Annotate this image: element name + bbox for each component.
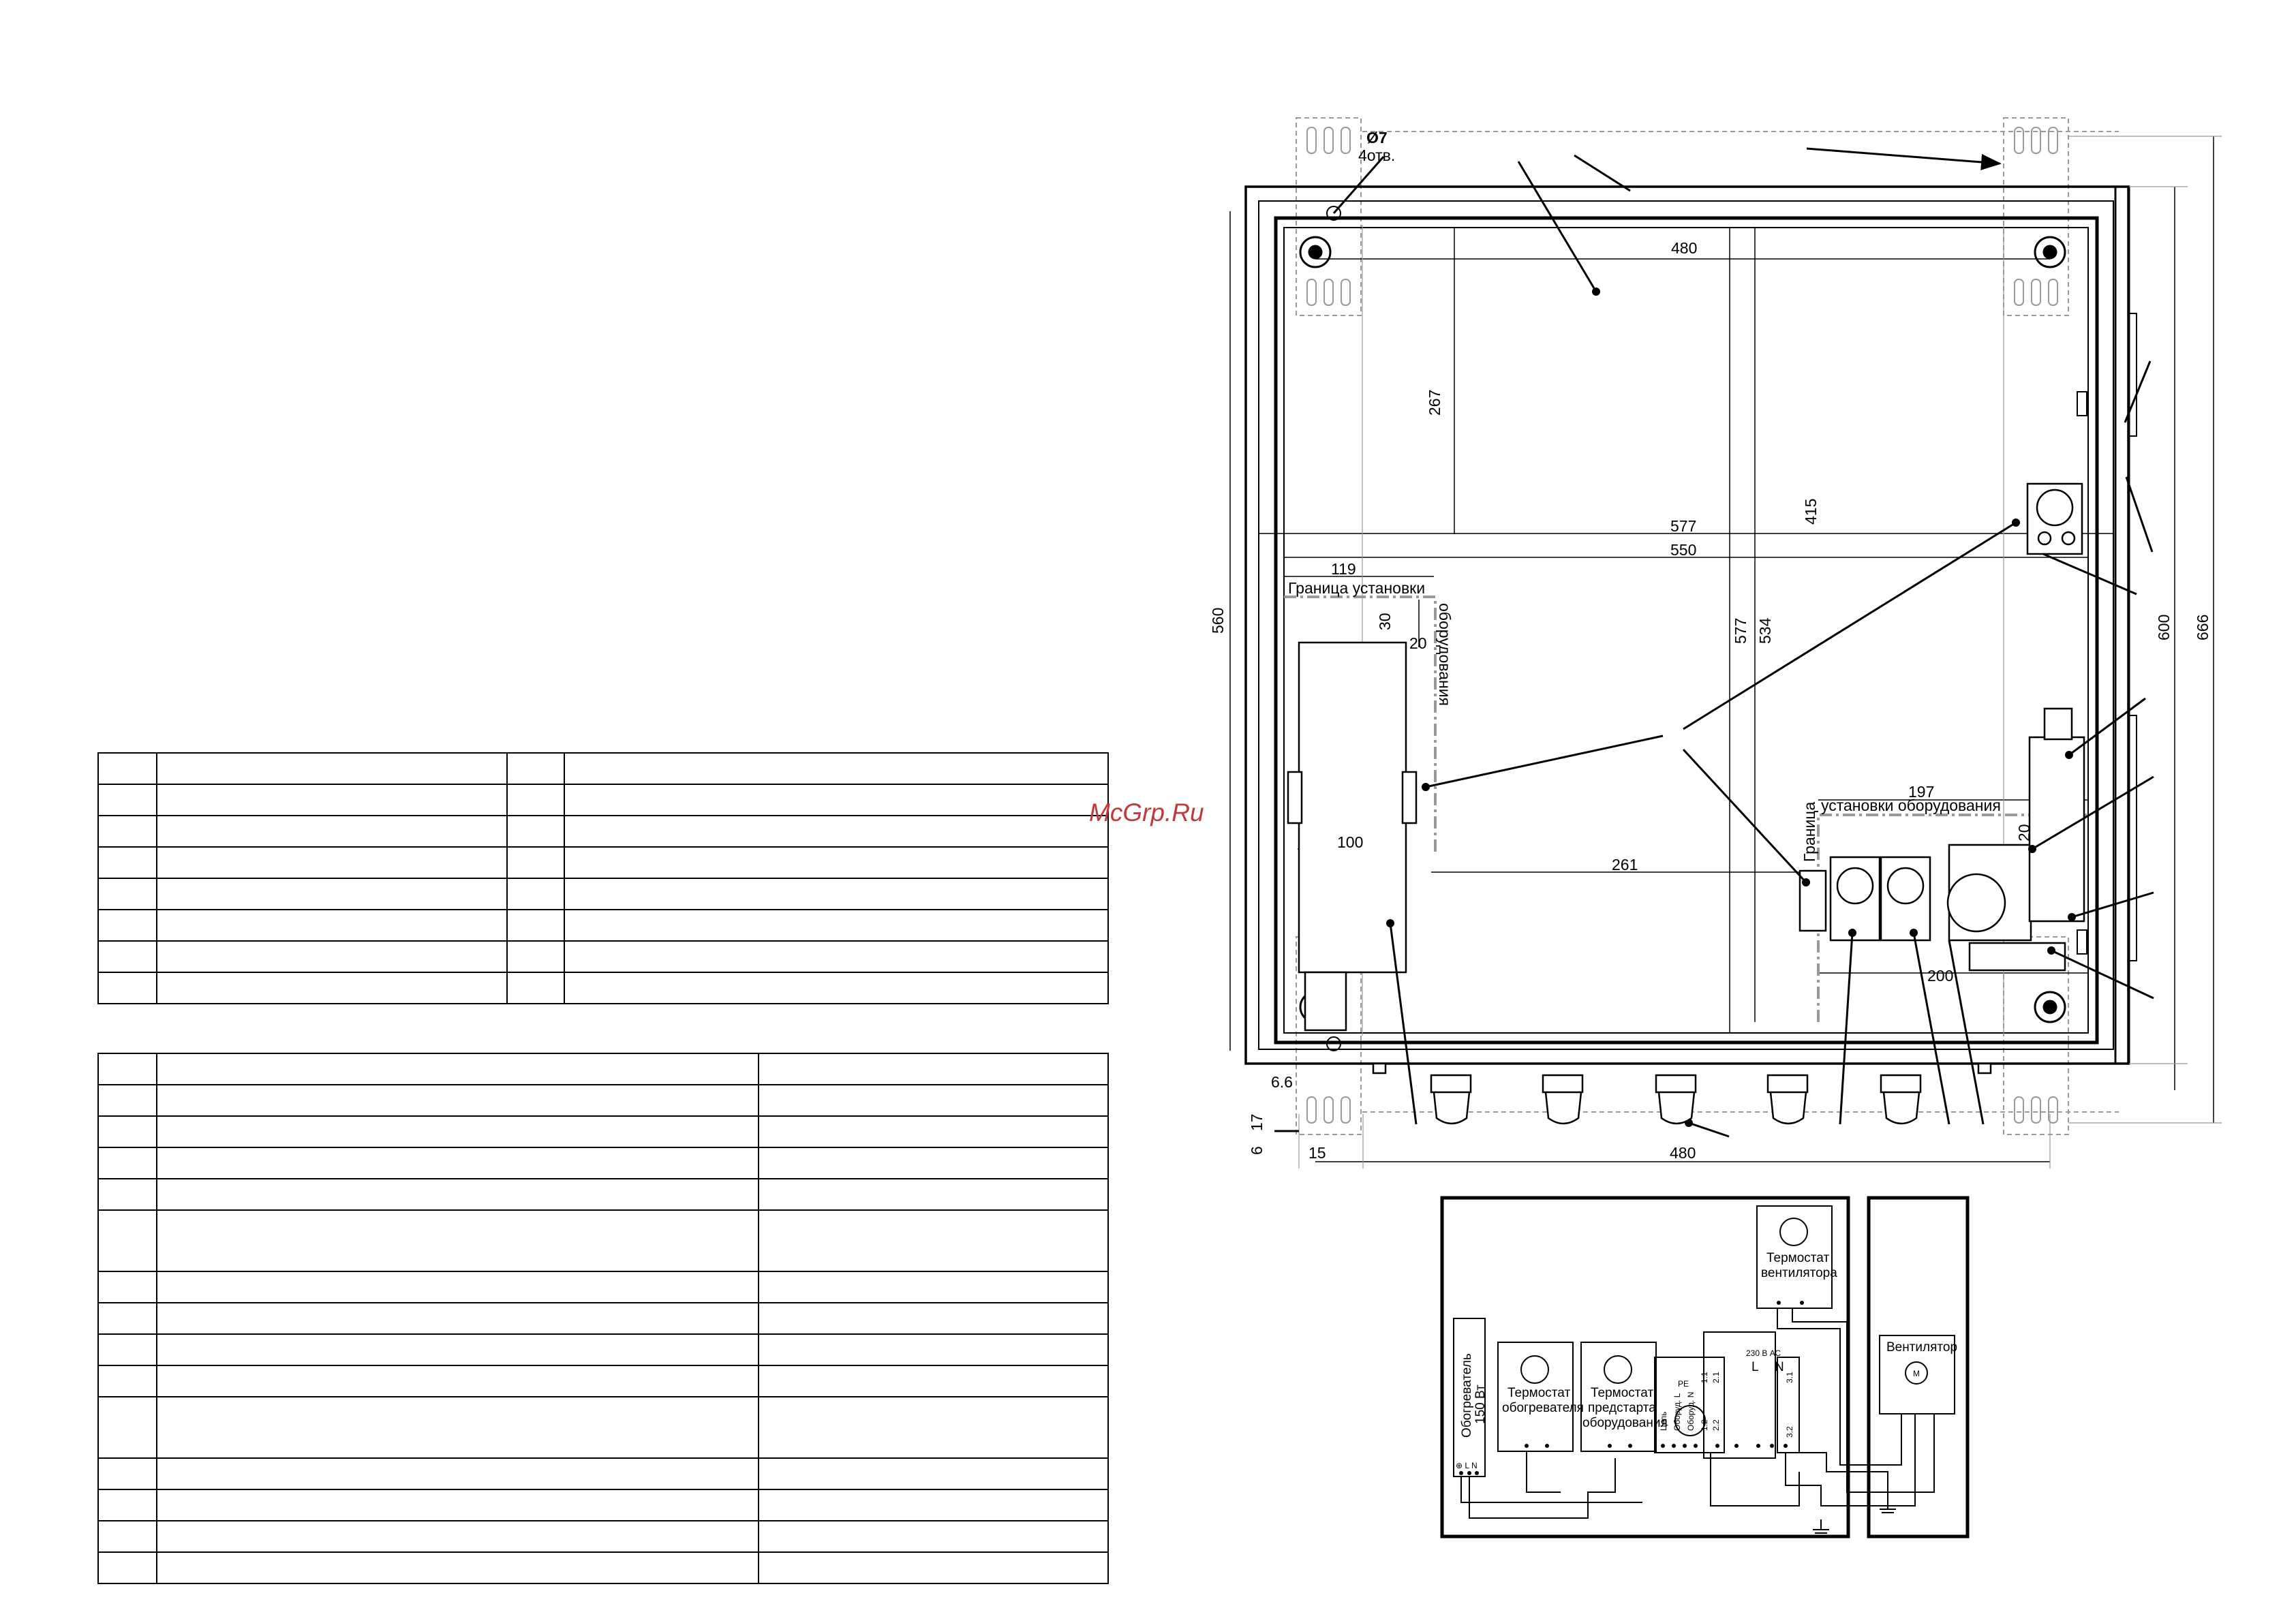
dim-534: 534 [1756,617,1774,644]
terminal-22: 2.2 [1711,1419,1721,1431]
equipment-dots [1422,288,2076,1127]
table-row [97,1520,1109,1553]
table-row [97,1551,1109,1584]
terminal-31: 3.1 [1785,1372,1794,1383]
table-row [97,1209,1109,1272]
table-row [97,1147,1109,1179]
dim-119: 119 [1331,560,1356,578]
hole-diameter: Ø7 [1366,129,1388,146]
boundary-left-v: оборудования [1436,603,1454,706]
table-row [97,1396,1109,1459]
terminal-equip-l: Оборуд. L [1672,1393,1682,1431]
wiring-schematic [1440,1196,1970,1539]
table-row [97,1115,1109,1148]
boundary-left-h: Граница установки [1288,579,1425,597]
terminal-equip-n: Оборуд. N [1686,1392,1696,1431]
schematic-terminal-dots [1459,1301,1804,1475]
dim-17: 17 [1248,1113,1266,1131]
table-row [97,1178,1109,1211]
thermo-fan-1: Термостат [1766,1251,1829,1265]
table-row [97,1053,1109,1085]
boundary-right-v: Граница [1801,802,1818,862]
terminal-12: 1.2 [1700,1419,1709,1431]
table-row [97,1365,1109,1397]
heater-label: Обогреватель [1460,1353,1474,1438]
table-row [97,815,1109,848]
dim-480-top: 480 [1671,239,1697,257]
terminal-21: 2.1 [1711,1372,1721,1383]
din-rail-equipment [1798,707,2085,972]
supply-n: N [1775,1360,1784,1374]
dimension-lines [1229,136,2214,1162]
dim-560: 560 [1209,608,1227,634]
terminal-32: 3.2 [1785,1426,1794,1438]
mounting-brackets [1296,117,2119,1135]
heater-terminals: ⊕ L N [1456,1461,1478,1470]
table-row [97,909,1109,942]
fan-label: Вентилятор [1886,1340,1957,1355]
dim-100: 100 [1337,833,1363,851]
thermo-prestart-3: оборудования [1582,1416,1668,1430]
thermo-heater-2: обогревателя [1502,1401,1584,1415]
dim-666: 666 [2194,615,2211,640]
table-row [97,878,1109,910]
terminal-chain: Цепь [1659,1412,1668,1431]
dim-415: 415 [1802,499,1820,525]
leader-lines [1274,147,2154,1138]
dim-20-left: 20 [1409,634,1427,652]
table-row [97,1084,1109,1117]
table-row [97,940,1109,973]
dim-600: 600 [2155,615,2173,640]
dim-6: 6 [1248,1146,1266,1155]
dim-200: 200 [1927,967,1953,985]
table-row [97,972,1109,1004]
table-row [97,1302,1109,1335]
table-row [97,1333,1109,1366]
dim-480-bottom: 480 [1670,1144,1696,1162]
fan-thermostat-unit [2026,482,2083,555]
supply-l: L [1751,1360,1759,1374]
terminal-11: 1.1 [1700,1372,1709,1383]
heater-power: 150 Вт [1473,1385,1488,1424]
parts-table-1 [97,752,1109,1004]
cabinet-body [1244,185,2137,1065]
table-row [97,846,1109,879]
dim-20-right: 20 [2015,824,2033,841]
watermark: McGrp.Ru [1089,799,1204,826]
dim-267: 267 [1426,390,1443,416]
table-row [97,1489,1109,1521]
dim-6-6: 6.6 [1271,1073,1293,1091]
table-row [97,752,1109,785]
dim-15: 15 [1308,1144,1326,1162]
equipment-boundaries [1284,596,2088,1022]
pe-label: PE [1678,1379,1689,1389]
boundary-right-h: установки оборудования [1821,797,2001,814]
table-row [97,1457,1109,1490]
hole-count: 4отв. [1358,146,1395,164]
dim-30: 30 [1376,613,1394,630]
dim-577-v: 577 [1732,618,1749,644]
dim-577-h: 577 [1670,517,1696,535]
thermo-fan-2: вентилятора [1761,1266,1837,1280]
thermo-prestart-1: Термостат [1591,1386,1653,1400]
motor-label: M [1913,1369,1920,1378]
cable-glands [1372,1062,1992,1125]
heater [1287,641,1418,1032]
table-row [97,784,1109,816]
table-row [97,1271,1109,1303]
thermo-prestart-2: предстарта [1588,1401,1656,1415]
thermo-heater-1: Термостат [1507,1386,1570,1400]
dim-550: 550 [1670,541,1696,559]
supply-label: 230 В АС [1746,1348,1781,1358]
dim-197: 197 [1908,783,1934,801]
dim-261: 261 [1612,856,1638,874]
parts-table-2 [97,1053,1109,1584]
